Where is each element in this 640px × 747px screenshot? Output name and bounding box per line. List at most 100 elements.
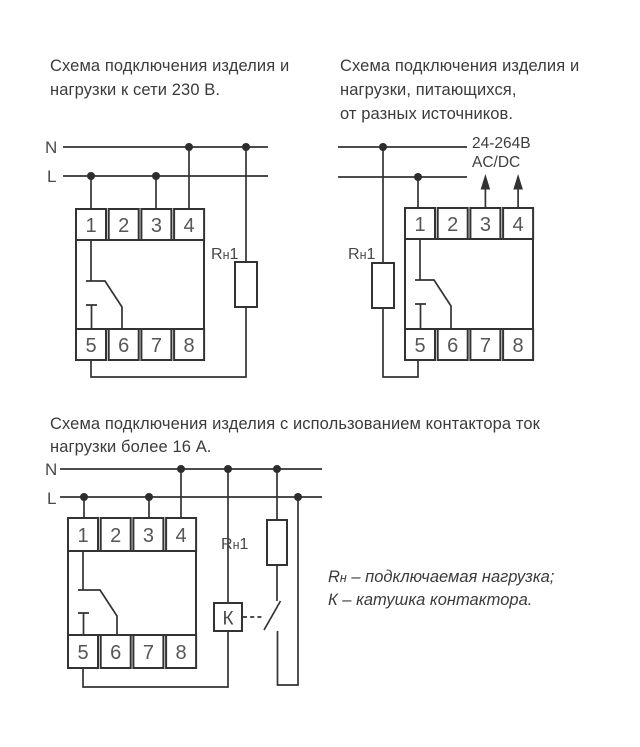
terminal-box-2 <box>107 208 140 241</box>
terminal-number: 2 <box>118 215 129 237</box>
terminal-number: 2 <box>447 214 458 236</box>
terminal-number: 5 <box>77 642 88 664</box>
wire-terminal5-to-coil <box>82 631 229 688</box>
terminal-box-3 <box>469 207 502 240</box>
terminal-box-4 <box>173 208 206 241</box>
junction-dot <box>242 143 250 151</box>
junction-dot <box>224 465 232 473</box>
load-label: Rн1 <box>348 246 375 263</box>
diagram2-title: Схема подключения изделия и нагрузки, пи… <box>340 54 600 126</box>
supply-voltage-label: 24-264В <box>472 135 531 152</box>
load-label-num: 1 <box>229 246 238 263</box>
terminal-box-5 <box>404 328 436 361</box>
contactor-coil-label: К <box>222 609 233 630</box>
load-label-num: 1 <box>366 246 375 263</box>
terminal-box-6 <box>107 328 140 361</box>
terminal-box-4 <box>165 517 198 552</box>
junction-dot <box>185 143 193 151</box>
junction-dot <box>294 493 302 501</box>
switch-fixed-contact <box>86 304 97 329</box>
legend-r-subscript: н <box>339 571 347 585</box>
terminal-number: 8 <box>513 335 524 357</box>
device-body <box>75 239 205 330</box>
l-label: L <box>47 167 56 186</box>
legend-r-symbol: R <box>328 568 340 586</box>
junction-dot <box>80 493 88 501</box>
terminal-number: 1 <box>414 214 425 236</box>
terminal-number: 2 <box>110 525 121 547</box>
terminal-box-1 <box>67 517 99 552</box>
terminal-box-3 <box>132 517 165 552</box>
load-label-r: R <box>348 246 360 263</box>
diagram2-title-line2: нагрузки, питающихся, <box>340 81 517 99</box>
junction-dot <box>87 172 95 180</box>
terminal-number: 5 <box>85 335 96 357</box>
junction-dot <box>379 143 387 151</box>
load-resistor <box>234 261 258 308</box>
junction-dot <box>145 493 153 501</box>
diagram1-title-line1: Схема подключения изделия и <box>50 57 290 75</box>
diagram3-title: Схема подключения изделия с использовани… <box>50 413 610 458</box>
l-label: L <box>47 489 56 508</box>
terminal-number: 1 <box>77 525 88 547</box>
switch-blade <box>86 280 123 329</box>
load-label-r: R <box>211 246 223 263</box>
load-label-sub: н <box>233 538 240 552</box>
terminal-box-5 <box>75 328 107 361</box>
diagram1-title-line2: нагрузки к сети 230 В. <box>50 81 221 99</box>
switch-blade <box>78 589 118 635</box>
terminal-number: 7 <box>480 335 491 357</box>
junction-dot <box>414 173 422 181</box>
diagram3-title-line2: нагрузки более 16 А. <box>50 437 212 456</box>
terminal-box-1 <box>404 207 436 240</box>
junction-dot <box>152 172 160 180</box>
terminal-number: 4 <box>513 214 524 236</box>
terminal-box-8 <box>502 328 535 361</box>
n-label: N <box>45 460 57 479</box>
terminal-number: 6 <box>118 335 129 357</box>
load-resistor <box>371 262 395 309</box>
terminal-box-6 <box>436 328 469 361</box>
terminal-number: 5 <box>414 335 425 357</box>
supply-acdc-label: AC/DC <box>472 154 520 171</box>
terminal-number: 1 <box>85 215 96 237</box>
terminal-box-3 <box>140 208 173 241</box>
load-label-r: R <box>221 536 233 553</box>
diagram1-title: Схема подключения изделия и нагрузки к с… <box>50 54 330 102</box>
terminal-box-7 <box>132 634 165 669</box>
terminal-number: 6 <box>110 642 121 664</box>
contactor-coil-box <box>213 602 243 632</box>
terminal-box-6 <box>99 634 132 669</box>
load-resistor <box>266 519 288 566</box>
legend-line1-text: – подключаемая нагрузка; <box>346 568 555 586</box>
diagram-separate-sources: Rн1 24-264В AC/DC 1 2 3 4 5 6 7 <box>338 135 535 378</box>
terminal-number: 3 <box>143 525 154 547</box>
terminal-number: 3 <box>151 215 162 237</box>
terminal-number: 8 <box>176 642 187 664</box>
terminal-number: 6 <box>447 335 458 357</box>
legend: Rн – подключаемая нагрузка; К – катушка … <box>328 566 554 611</box>
terminal-box-1 <box>75 208 107 241</box>
load-label-sub: н <box>223 248 230 262</box>
supply-arrow-head <box>513 174 523 190</box>
terminal-box-8 <box>165 634 198 669</box>
load-label: Rн1 <box>211 246 238 263</box>
load-label: Rн1 <box>221 536 248 553</box>
switch-fixed-contact <box>78 612 89 635</box>
wire-l-to-contact <box>276 497 299 686</box>
device-body <box>67 550 197 636</box>
junction-dot <box>273 465 281 473</box>
device-body <box>404 238 534 330</box>
terminal-number: 8 <box>184 335 195 357</box>
diagram-contactor: N L Rн1 1 <box>45 460 322 688</box>
terminal-box-8 <box>173 328 206 361</box>
terminal-number: 4 <box>176 525 187 547</box>
wire-load-to-terminal5 <box>90 307 247 378</box>
junction-dot <box>177 465 185 473</box>
supply-arrow-head <box>480 174 491 190</box>
diagram2-title-line3: от разных источников. <box>340 105 514 123</box>
terminal-number: 4 <box>184 215 195 237</box>
terminal-box-2 <box>436 207 469 240</box>
